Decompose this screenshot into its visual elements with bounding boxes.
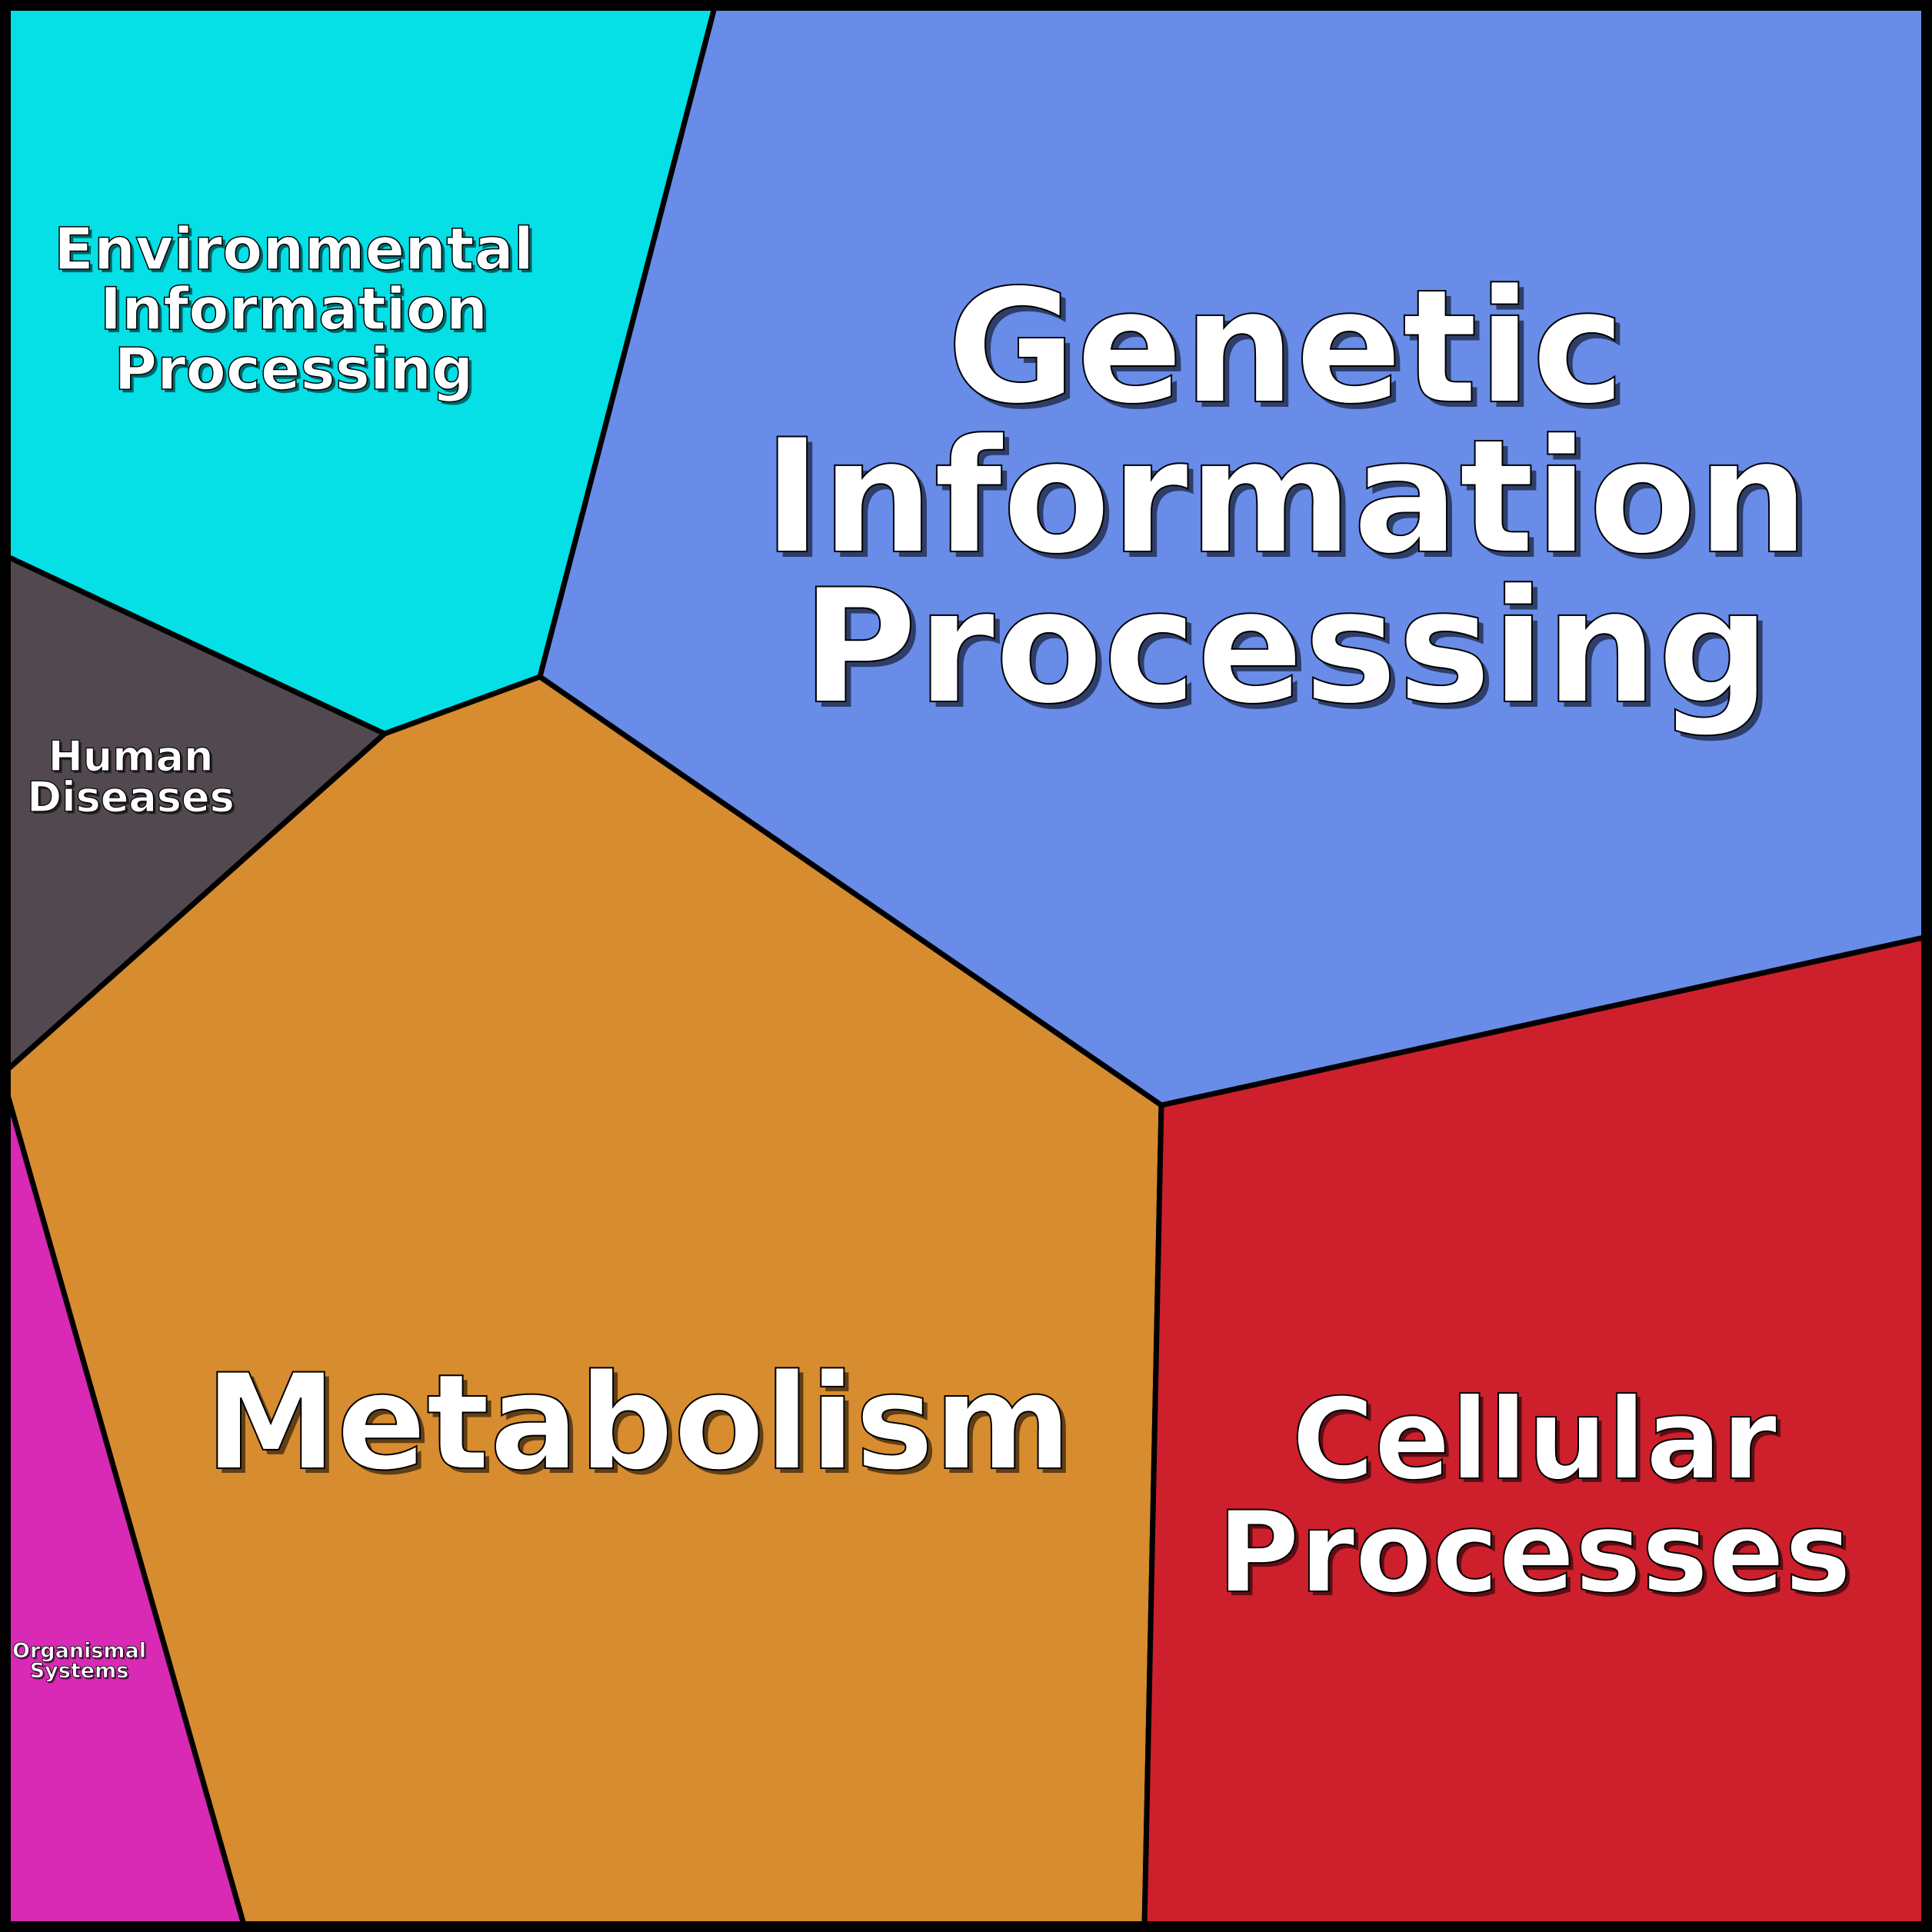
svg-text:Information: Information [103, 278, 491, 346]
svg-text:Processing: Processing [117, 338, 476, 406]
organismal-line-1: Organismal [12, 1639, 146, 1663]
label-genetic: Genetic Genetic Information Information … [762, 255, 1814, 744]
svg-text:Human: Human [51, 734, 216, 783]
cellular-line-1: Cellular [1292, 1374, 1777, 1505]
cellular-line-2: Processes [1217, 1487, 1852, 1618]
environmental-line-2: Information [100, 275, 488, 343]
svg-text:Environmental: Environmental [57, 218, 537, 286]
label-human-diseases: Human Human Diseases Diseases [27, 731, 237, 824]
svg-text:Systems: Systems [32, 1661, 131, 1684]
svg-text:Diseases: Diseases [29, 775, 236, 824]
svg-text:Metabolism: Metabolism [210, 1350, 1077, 1504]
label-environmental: Environmental Environmental Information … [53, 214, 537, 406]
svg-text:Cellular: Cellular [1296, 1378, 1781, 1509]
environmental-line-1: Environmental [54, 215, 534, 283]
human-line-2: Diseases [27, 773, 234, 821]
genetic-line-3: Processing [801, 556, 1770, 739]
genetic-line-2: Information [763, 406, 1809, 589]
svg-text:Organismal: Organismal [14, 1641, 148, 1664]
svg-text:Information: Information [768, 411, 1814, 595]
human-line-1: Human [48, 732, 214, 781]
organismal-line-2: Systems [30, 1659, 129, 1683]
genetic-line-1: Genetic [947, 256, 1625, 439]
label-organismal-systems: Organismal Organismal Systems Systems [12, 1639, 148, 1684]
label-metabolism: Metabolism Metabolism [205, 1344, 1077, 1504]
environmental-line-3: Processing [114, 335, 473, 403]
svg-text:Processing: Processing [807, 561, 1776, 744]
metabolism-line-1: Metabolism [205, 1345, 1072, 1500]
svg-text:Processes: Processes [1221, 1491, 1856, 1622]
svg-text:Genetic: Genetic [952, 261, 1631, 445]
label-cellular-processes: Cellular Cellular Processes Processes [1217, 1374, 1856, 1622]
